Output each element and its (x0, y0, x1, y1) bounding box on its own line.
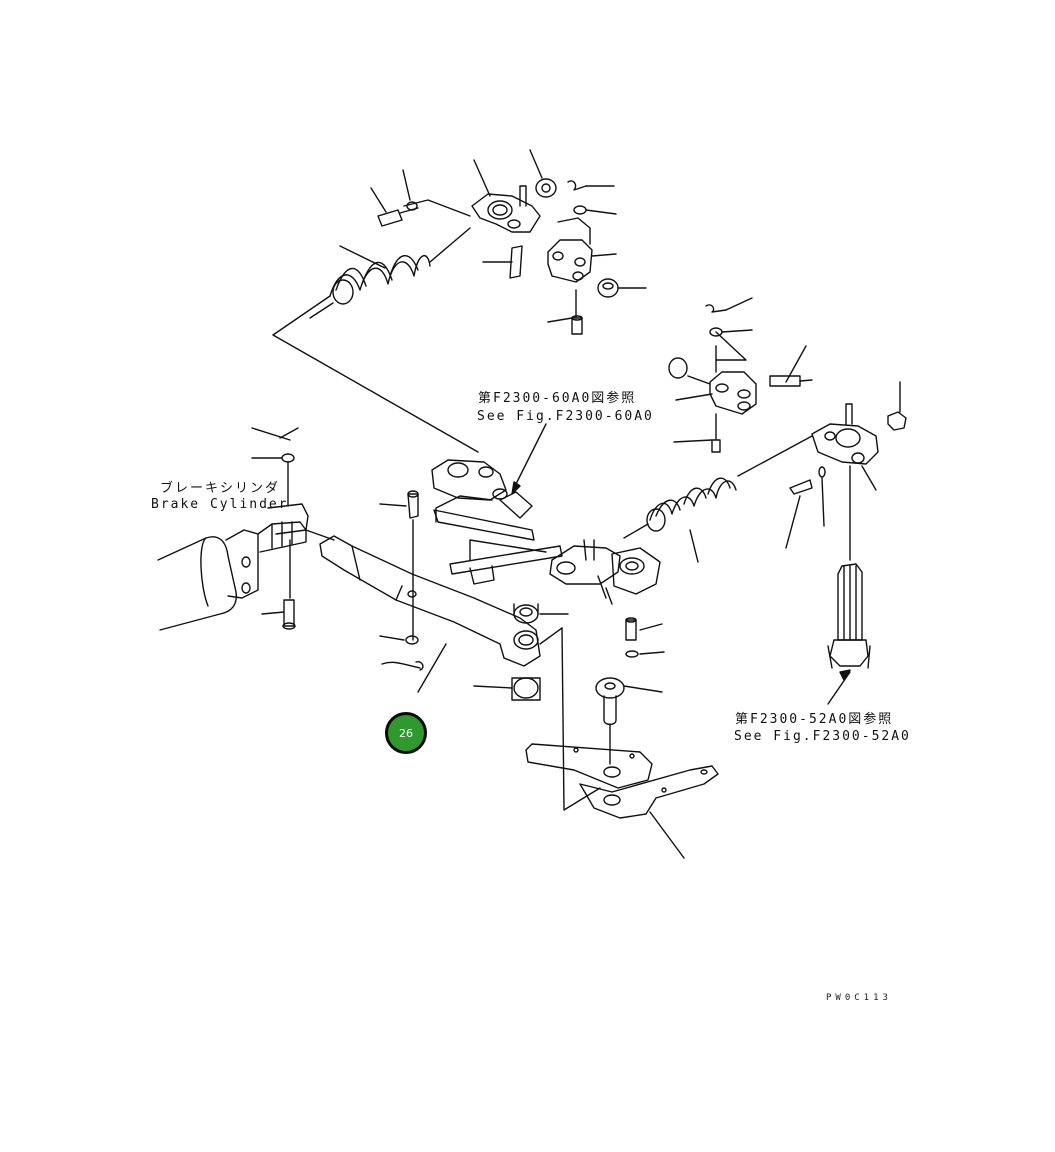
ref-bottom-label-en: See Fig.F2300-52A0 (734, 729, 911, 744)
top-pin (567, 180, 587, 191)
spring-guide-line (272, 295, 479, 453)
bottom-bracket (525, 743, 719, 859)
brake-cylinder-label-en: Brake Cylinder (151, 497, 289, 512)
cylinder-bolt (261, 599, 296, 630)
bottom-bolt (625, 617, 665, 658)
top-nut (535, 178, 557, 198)
top-bracket (547, 217, 593, 319)
lever-arm (305, 529, 541, 667)
callout-number: 26 (399, 726, 413, 740)
top-small-washer (573, 205, 587, 215)
top-lever-block (403, 185, 541, 233)
bottom-pin (595, 677, 663, 765)
right-spring (623, 435, 813, 563)
right-pin (705, 304, 727, 313)
lever-pin (379, 490, 447, 693)
ref-leader-top (513, 423, 547, 489)
right-lever-block (811, 403, 879, 561)
callout-badge[interactable]: 26 (385, 712, 427, 754)
ref-top-label-jp: 第F2300-60A0図参照 (478, 391, 637, 406)
right-bolt (769, 375, 813, 387)
bearing-bottom (473, 677, 541, 701)
cylinder-pin (251, 427, 299, 599)
right-bushing (668, 357, 688, 379)
lever-to-bracket-line (539, 627, 563, 645)
brake-cylinder (157, 503, 309, 631)
top-bushing (597, 278, 619, 298)
top-pin-rod (509, 245, 523, 279)
right-bracket (709, 345, 757, 441)
ref-arrow-top (511, 481, 521, 495)
ref-arrow-bottom (839, 669, 851, 681)
center-linkage (431, 459, 661, 605)
top-lower-bolt (571, 315, 583, 335)
bracket-guide-line (561, 627, 601, 811)
top-washer (406, 201, 418, 211)
ref-bottom-label-jp: 第F2300-52A0図参照 (735, 712, 894, 727)
brake-cylinder-label-jp: ブレーキシリンダ (160, 481, 281, 496)
top-spring (309, 227, 471, 319)
bearing-top (513, 603, 569, 624)
ref-top-label-en: See Fig.F2300-60A0 (477, 409, 654, 424)
top-leader-lines (370, 149, 647, 323)
drawing-code: PW0C113 (826, 993, 892, 1003)
right-lower-bolt (711, 439, 721, 453)
right-bolt-small (789, 466, 826, 495)
shaft (827, 563, 871, 669)
right-leader-lines (673, 297, 901, 549)
right-nut (887, 411, 907, 431)
